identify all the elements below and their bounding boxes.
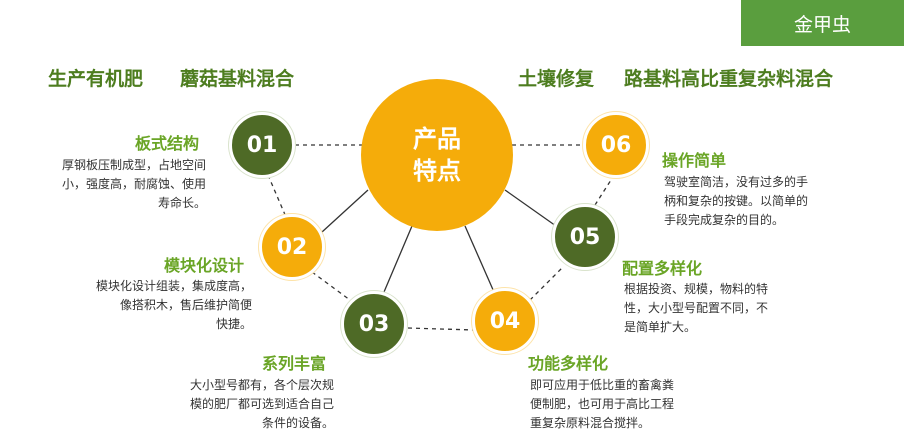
feature-title-04: 功能多样化 — [528, 354, 609, 373]
spoke-02 — [321, 189, 369, 233]
dash-02-03 — [311, 271, 351, 301]
feature-title-05: 配置多样化 — [622, 259, 703, 278]
dash-01-02 — [267, 174, 287, 218]
spoke-03 — [383, 225, 413, 293]
feature-desc-05: 根据投资、规模，物料的特 性，大小型号配置不同，不 是简单扩大。 — [624, 282, 769, 334]
headline-mushroom-substrate: 蘑菇基料混合 — [180, 68, 295, 90]
center-product-features: 产品 特点 — [361, 79, 513, 231]
feature-desc-04: 即可应用于低比重的畜禽粪 便制肥，也可用于高比工程 重复杂原料混合搅拌。 — [530, 378, 675, 430]
headline-organic-fertilizer: 生产有机肥 — [48, 68, 144, 90]
feature-desc-06: 驾驶室简洁，没有过多的手 柄和复杂的按键。以简单的 手段完成复杂的目的。 — [664, 175, 809, 227]
feature-circle-05: 05 — [552, 204, 618, 270]
feature-circle-03: 03 — [341, 291, 407, 357]
center-line-2: 特点 — [413, 157, 461, 185]
feature-circle-01: 01 — [229, 112, 295, 178]
feature-circle-02: 02 — [259, 214, 325, 280]
spoke-05 — [504, 189, 557, 227]
headline-soil-remediation: 土壤修复 — [518, 68, 595, 90]
headline-roadbed-mixing: 路基料高比重复杂料混合 — [624, 68, 834, 90]
dash-04-05 — [529, 267, 563, 301]
feature-circle-04: 04 — [472, 288, 538, 354]
feature-circle-06: 06 — [583, 112, 649, 178]
feature-desc-02: 模块化设计组装，集成度高， 像搭积木，售后维护简便 快捷。 — [95, 279, 252, 331]
feature-title-01: 板式结构 — [134, 134, 199, 153]
brand-label: 金甲虫 — [741, 0, 904, 46]
spoke-04 — [464, 225, 495, 293]
dash-05-06 — [594, 179, 612, 206]
feature-desc-01: 厚钢板压制成型，占地空间 小，强度高，耐腐蚀、使用 寿命长。 — [61, 158, 206, 210]
feature-title-03: 系列丰富 — [261, 354, 326, 373]
dash-03-04 — [407, 327, 475, 331]
feature-title-06: 操作简单 — [662, 151, 727, 170]
feature-title-02: 模块化设计 — [163, 256, 244, 275]
center-line-1: 产品 — [413, 125, 461, 153]
feature-desc-03: 大小型号都有，各个层次规 模的肥厂都可选到适合自己 条件的设备。 — [189, 378, 334, 430]
